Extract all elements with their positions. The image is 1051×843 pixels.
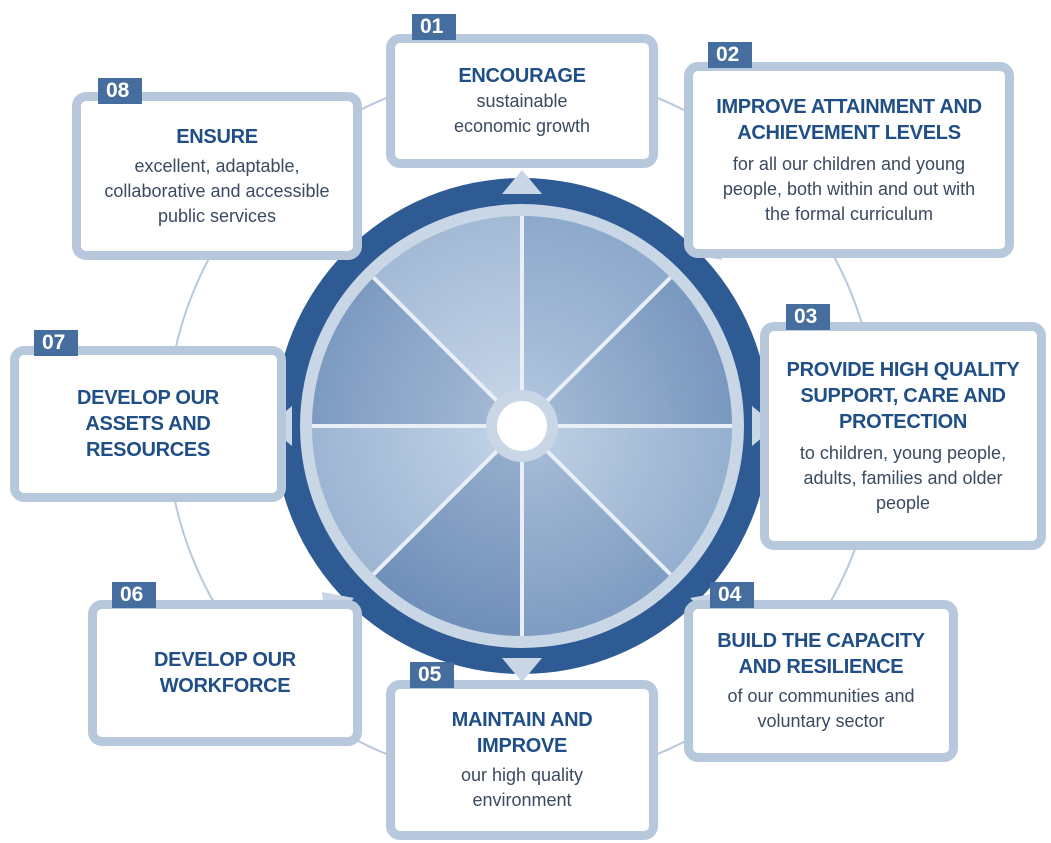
objective-02-text: for all our children and young people, b… (722, 153, 976, 224)
objective-05-number: 05 (410, 662, 454, 688)
objective-05-text: our high quality environment (460, 765, 584, 810)
objective-02-heading: IMPROVE ATTAINMENT AND ACHIEVEMENT LEVEL… (716, 95, 982, 144)
objective-03-number: 03 (786, 304, 830, 330)
photo-segment-7 (312, 277, 522, 426)
photo-segment-1 (522, 216, 671, 426)
objective-box-05: MAINTAIN AND IMPROVE our high quality en… (386, 680, 658, 840)
objective-box-03: PROVIDE HIGH QUALITY SUPPORT, CARE AND P… (760, 322, 1046, 550)
photo-segment-3 (522, 426, 732, 575)
objective-04-number: 04 (710, 582, 754, 608)
photo-segment-4 (522, 426, 671, 636)
objective-04-heading: BUILD THE CAPACITY AND RESILIENCE (717, 630, 925, 678)
objective-box-04: BUILD THE CAPACITY AND RESILIENCE of our… (684, 600, 958, 762)
objective-07-heading: DEVELOP OUR ASSETS AND RESOURCES (77, 387, 219, 461)
objective-box-02: IMPROVE ATTAINMENT AND ACHIEVEMENT LEVEL… (684, 62, 1014, 258)
objective-08-text: excellent, adaptable, collaborative and … (104, 155, 330, 226)
objective-box-06: DEVELOP OUR WORKFORCE (88, 600, 362, 746)
objective-08-number: 08 (98, 78, 142, 104)
objective-04-text: of our communities and voluntary sector (727, 686, 915, 731)
objective-07-number: 07 (34, 330, 78, 356)
objective-06-heading: DEVELOP OUR WORKFORCE (154, 649, 296, 697)
objective-02-number: 02 (708, 42, 752, 68)
objective-box-08: ENSURE excellent, adaptable, collaborati… (72, 92, 362, 260)
objective-01-text: sustainable economic growth (453, 91, 591, 136)
objective-03-text: to children, young people, adults, famil… (799, 442, 1007, 513)
objective-box-01: ENCOURAGE sustainable economic growth (386, 34, 658, 168)
objective-03-heading: PROVIDE HIGH QUALITY SUPPORT, CARE AND P… (786, 358, 1020, 433)
photo-segment-5 (373, 426, 522, 636)
objective-06-number: 06 (112, 582, 156, 608)
hub-center (497, 401, 547, 451)
objective-05-heading: MAINTAIN AND IMPROVE (451, 709, 593, 757)
photo-segment-6 (312, 426, 522, 575)
objective-box-07: DEVELOP OUR ASSETS AND RESOURCES (10, 346, 286, 502)
objective-08-heading: ENSURE (176, 125, 258, 148)
photo-segment-8 (373, 216, 522, 426)
objective-01-heading: ENCOURAGE (458, 65, 586, 87)
objective-01-number: 01 (412, 14, 456, 40)
photo-segment-2 (522, 277, 732, 426)
